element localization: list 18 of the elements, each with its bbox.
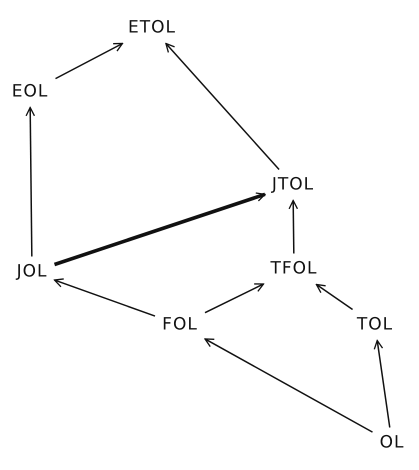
arrow bbox=[25, 106, 36, 256]
node-label: JOL bbox=[14, 260, 50, 284]
node-label: TFOL bbox=[268, 258, 320, 280]
node-label: ETOL bbox=[125, 16, 179, 40]
arrow bbox=[316, 284, 353, 310]
arrow bbox=[55, 42, 124, 80]
arrow bbox=[54, 192, 266, 266]
arrow bbox=[204, 283, 264, 314]
node-label: JTOL bbox=[268, 174, 318, 196]
node-label: FOL bbox=[159, 314, 201, 336]
node-label: EOL bbox=[8, 80, 52, 104]
arrow bbox=[165, 42, 280, 170]
node-label: OL bbox=[376, 432, 408, 454]
arrow bbox=[54, 278, 156, 317]
node-label: TOL bbox=[354, 314, 396, 336]
arrow bbox=[288, 200, 298, 254]
arrow bbox=[374, 340, 390, 428]
arrow bbox=[204, 338, 373, 433]
